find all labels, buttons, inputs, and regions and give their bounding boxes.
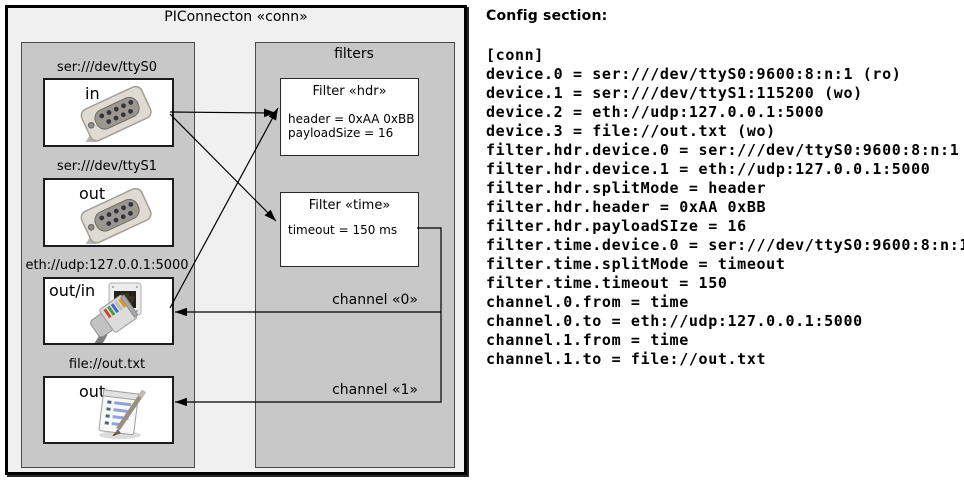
filters-container-title: filters <box>334 46 374 62</box>
filter-title: Filter «time» <box>308 198 391 213</box>
device-label-eth: eth://udp:127.0.0.1:5000 <box>25 258 189 273</box>
filter-param: timeout = 150 ms <box>288 223 398 237</box>
filter-title: Filter «hdr» <box>312 84 387 99</box>
port-direction-label: out <box>79 382 106 401</box>
filter-param: payloadSize = 16 <box>288 126 394 140</box>
notepad-icon <box>98 389 147 439</box>
diagram-title: PIConnecton «conn» <box>164 9 308 25</box>
ethernet-plug-icon <box>86 295 139 343</box>
serial-connector-icon <box>78 188 152 244</box>
filter-box-hdr: Filter «hdr» header = 0xAA 0xBB payloadS… <box>280 78 419 156</box>
device-box-ttys1: out <box>43 178 174 247</box>
filter-box-time: Filter «time» timeout = 150 ms <box>280 192 419 267</box>
device-box-eth: out/in <box>43 277 174 345</box>
device-box-ttys0: in <box>43 78 174 147</box>
port-direction-label: out/in <box>49 281 96 300</box>
channel-1-label: channel «1» <box>332 382 418 398</box>
channel-0-label: channel «0» <box>332 292 418 308</box>
config-section-heading: Config section: <box>486 8 608 24</box>
filter-param: header = 0xAA 0xBB <box>288 112 415 126</box>
serial-connector-icon <box>78 86 152 142</box>
port-direction-label: in <box>85 84 100 103</box>
device-label-ttys1: ser:///dev/ttyS1 <box>56 159 158 174</box>
device-label-ttys0: ser:///dev/ttyS0 <box>56 60 158 75</box>
config-section-body: [conn] device.0 = ser:///dev/ttyS0:9600:… <box>486 46 964 368</box>
port-direction-label: out <box>79 184 106 203</box>
device-label-file: file://out.txt <box>68 357 146 372</box>
device-box-file: out <box>43 376 174 444</box>
